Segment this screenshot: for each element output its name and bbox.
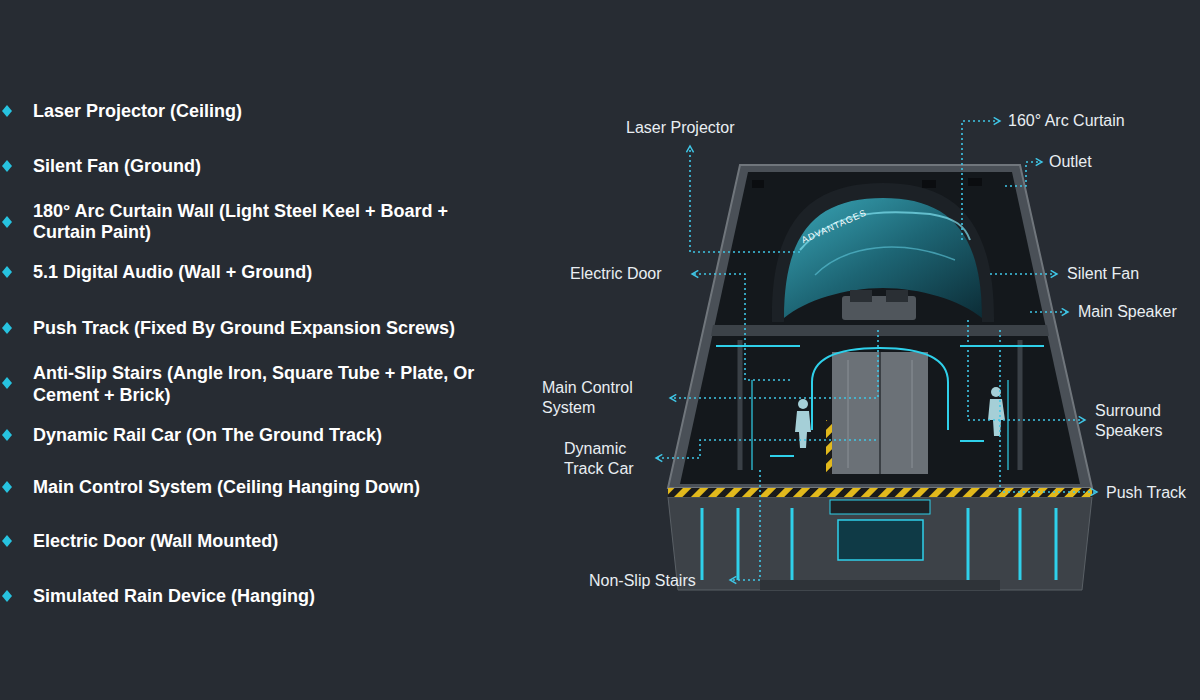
bullet-diamond (2, 481, 12, 493)
front-facade (701, 508, 704, 580)
leader-line (730, 470, 760, 580)
bullet-diamond (2, 266, 12, 278)
feature-item: Dynamic Rail Car (On The Ground Track) (33, 424, 382, 446)
cinema-box (770, 455, 794, 457)
feature-item: Electric Door (Wall Mounted) (33, 530, 278, 552)
feature-item: 5.1 Digital Audio (Wall + Ground) (33, 261, 312, 283)
bullet-diamond (2, 216, 12, 228)
callout-label: Non-Slip Stairs (589, 571, 696, 591)
cinema-box (711, 325, 1049, 336)
cinema-box (751, 380, 753, 470)
front-facade (668, 488, 1092, 590)
cinema-box (716, 345, 800, 347)
cinema-box (960, 345, 1044, 347)
leader-line (692, 274, 790, 380)
leader-line (1000, 330, 1097, 492)
bullet-diamond (2, 160, 12, 172)
feature-item: Simulated Rain Device (Hanging) (33, 585, 315, 607)
callout-label: 160° Arc Curtain (1008, 111, 1125, 131)
cinema-box (815, 247, 955, 275)
front-facade (668, 497, 1092, 590)
cinema-box (812, 348, 948, 430)
feature-item: Main Control System (Ceiling Hanging Dow… (33, 476, 420, 498)
cinema-box (960, 440, 984, 442)
front-facade (967, 508, 970, 580)
cinema-box (738, 340, 743, 470)
feature-item: Silent Fan (Ground) (33, 155, 201, 177)
cinema-box (879, 352, 881, 474)
front-facade (830, 500, 930, 514)
callout-label: Silent Fan (1067, 264, 1139, 284)
leader-line (656, 440, 876, 458)
bullet-diamond (2, 429, 12, 441)
front-facade (1019, 508, 1022, 580)
cinema-box (826, 420, 832, 474)
leader-line (690, 146, 800, 252)
bullet-diamond (2, 377, 12, 389)
callout-label: Dynamic Track Car (564, 439, 654, 479)
leader-line (1005, 162, 1042, 186)
callout-label: Main Speaker (1078, 302, 1177, 322)
bullet-diamond (2, 535, 12, 547)
callout-label: Main Control System (542, 378, 662, 418)
front-facade (760, 580, 1000, 590)
cinema-box (668, 165, 1092, 488)
callout-label: Surround Speakers (1095, 401, 1195, 441)
visitor-figure (798, 399, 808, 409)
leader-line (990, 273, 1057, 275)
cinema-box (848, 360, 849, 468)
visitor-figure (795, 387, 1005, 448)
callout-label: Laser Projector (626, 118, 735, 138)
feature-item: 180° Arc Curtain Wall (Light Steel Keel … (33, 201, 453, 243)
cinema-box (1018, 340, 1023, 470)
cinema-box (850, 290, 872, 302)
callout-label: Electric Door (570, 264, 662, 284)
leader-line (1030, 311, 1068, 313)
front-facade (791, 508, 794, 580)
feature-item: Laser Projector (Ceiling) (33, 100, 242, 122)
leader-line (962, 121, 1000, 240)
cinema-box (968, 178, 982, 186)
cinema-box (832, 352, 928, 474)
front-facade (1055, 508, 1058, 580)
cinema-box (912, 360, 913, 468)
bullet-diamond (2, 105, 12, 602)
feature-item: Push Track (Fixed By Ground Expansion Sc… (33, 317, 455, 339)
cinema-box (1007, 380, 1009, 470)
cinema-box (886, 290, 908, 302)
feature-item: Anti-Slip Stairs (Angle Iron, Square Tub… (33, 362, 518, 406)
visitor-figure (988, 399, 1005, 436)
visitor-figure (795, 411, 811, 448)
bullet-diamond (2, 590, 12, 602)
callout-label: Push Track (1106, 483, 1186, 503)
cinema-box (680, 172, 1080, 484)
front-facade (838, 520, 923, 560)
cinema-box (752, 180, 764, 188)
leader-line (656, 121, 1097, 580)
cinema-box (772, 183, 994, 322)
leader-line (670, 330, 878, 398)
bullet-diamond (2, 322, 12, 334)
callout-label: Outlet (1049, 152, 1092, 172)
front-facade (737, 508, 740, 580)
cinema-box (922, 180, 936, 188)
screen-text: ADVANTAGES (800, 207, 868, 245)
leader-line (968, 320, 1085, 420)
bullet-diamond (2, 105, 12, 117)
cinema-box (668, 165, 1092, 488)
